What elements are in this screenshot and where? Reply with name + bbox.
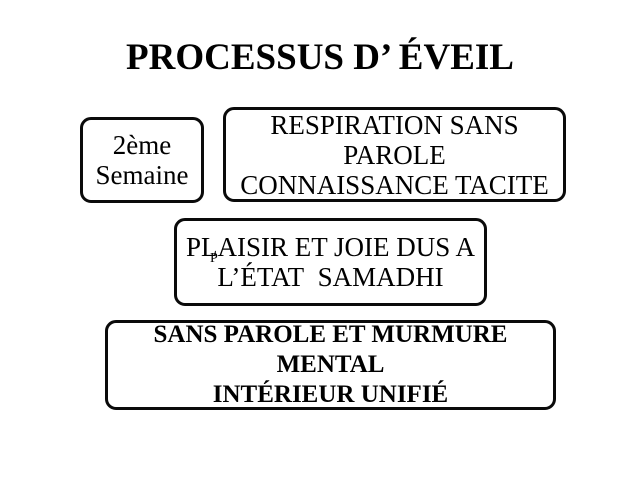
box-week-line-2: Semaine bbox=[95, 160, 189, 190]
box-week-line-1: 2ème bbox=[112, 130, 172, 160]
slide-title: PROCESSUS D’ ÉVEIL bbox=[126, 37, 514, 78]
box-week: 2ème Semaine bbox=[80, 117, 204, 203]
box-respiration-line-1: RESPIRATION SANS bbox=[270, 109, 519, 140]
box-sans-parole-line-3: INTÉRIEUR UNIFIÉ bbox=[212, 381, 449, 408]
stray-letter-artifact: P bbox=[210, 251, 218, 266]
box-plaisir-line-1: PLAISIR ET JOIE DUS A bbox=[185, 232, 476, 262]
box-plaisir-line-2: L’ÉTAT SAMADHI bbox=[217, 262, 444, 292]
box-plaisir: PLAISIR ET JOIE DUS A L’ÉTAT SAMADHI bbox=[174, 218, 487, 306]
box-respiration-line-3: CONNAISSANCE TACITE bbox=[240, 169, 549, 200]
box-respiration: RESPIRATION SANS PAROLE CONNAISSANCE TAC… bbox=[223, 107, 566, 202]
box-sans-parole-line-2: MENTAL bbox=[276, 351, 385, 378]
box-sans-parole: SANS PAROLE ET MURMURE MENTAL INTÉRIEUR … bbox=[105, 320, 556, 410]
box-respiration-line-2: PAROLE bbox=[343, 139, 446, 170]
box-sans-parole-line-1: SANS PAROLE ET MURMURE bbox=[153, 321, 508, 348]
